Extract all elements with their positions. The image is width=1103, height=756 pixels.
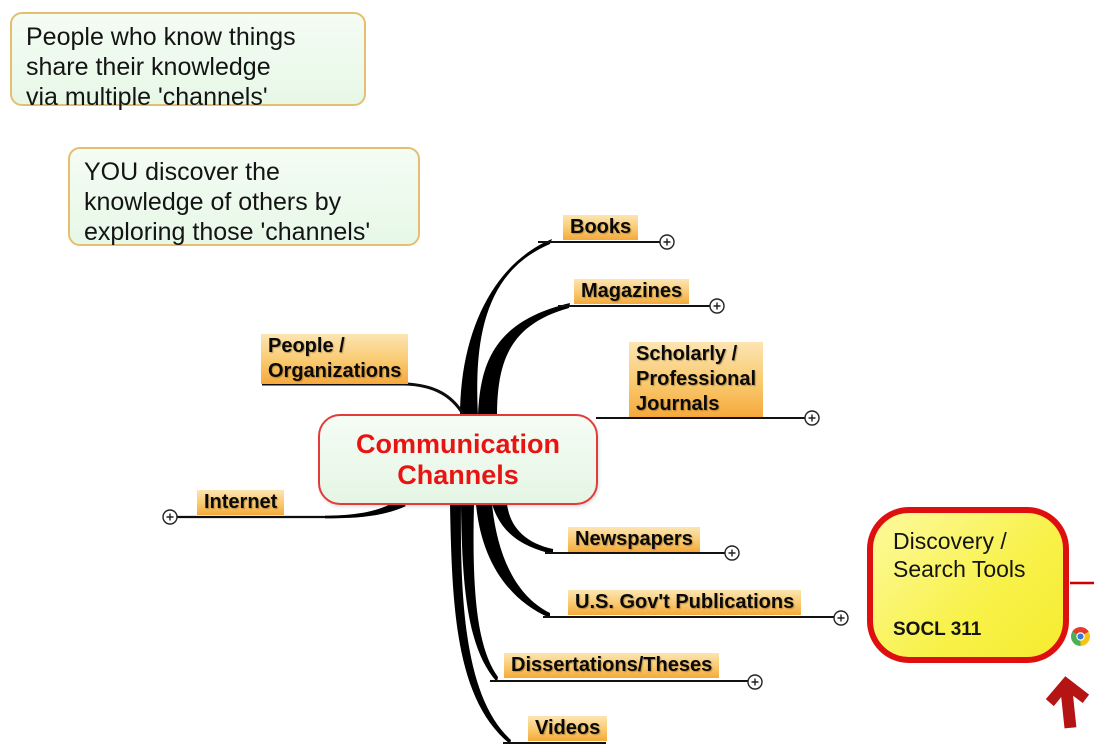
expand-icon-dissertations[interactable]: [747, 674, 763, 690]
branch-curve-people: [262, 382, 465, 415]
expand-icon-books[interactable]: [659, 234, 675, 250]
expand-icon-newspapers[interactable]: [724, 545, 740, 561]
chrome-icon[interactable]: [1071, 627, 1090, 646]
branch-people-organizations[interactable]: People / Organizations: [261, 334, 409, 384]
branch-curve-dissertations: [461, 504, 498, 682]
branch-scholarly-journals[interactable]: Scholarly / Professional Journals: [629, 342, 764, 417]
branch-curve-videos: [450, 504, 511, 744]
central-topic[interactable]: Communication Channels: [318, 414, 598, 505]
branch-internet[interactable]: Internet: [197, 490, 285, 515]
discovery-search-tools-callout[interactable]: Discovery / Search Tools SOCL 311: [867, 507, 1069, 663]
callout-title: Discovery / Search Tools: [893, 528, 1026, 582]
expand-icon-usgovt[interactable]: [833, 610, 849, 626]
branch-curve-magazines: [478, 303, 570, 416]
expand-icon-internet[interactable]: [162, 509, 178, 525]
branch-usgovt-publications[interactable]: U.S. Gov't Publications: [568, 590, 802, 615]
branch-dissertations-theses[interactable]: Dissertations/Theses: [504, 653, 720, 678]
note-discover-knowledge[interactable]: YOU discover the knowledge of others by …: [68, 147, 420, 246]
branch-videos[interactable]: Videos: [528, 716, 608, 741]
up-arrow-icon: [1045, 676, 1090, 729]
branch-curve-books: [460, 239, 552, 416]
expand-icon-magazines[interactable]: [709, 298, 725, 314]
expand-icon-scholarly[interactable]: [804, 410, 820, 426]
branch-curve-newspapers: [492, 504, 553, 554]
branch-magazines[interactable]: Magazines: [574, 279, 690, 304]
callout-course-code: SOCL 311: [893, 619, 982, 640]
branch-curve-usgovt: [476, 504, 550, 618]
branch-books[interactable]: Books: [563, 215, 639, 240]
branch-newspapers[interactable]: Newspapers: [568, 527, 700, 552]
note-share-knowledge[interactable]: People who know things share their knowl…: [10, 12, 366, 111]
